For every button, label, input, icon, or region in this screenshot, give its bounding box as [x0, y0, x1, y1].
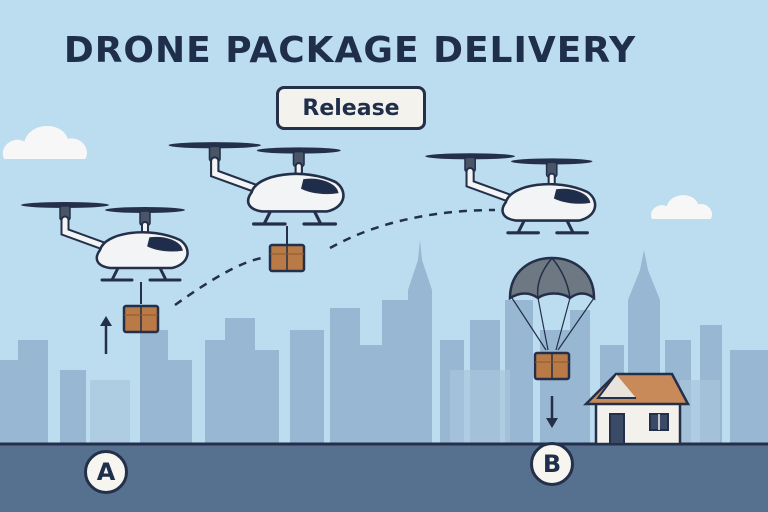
arrow-down-icon: [546, 396, 558, 428]
diagram-title: DRONE PACKAGE DELIVERY: [63, 30, 637, 71]
city-skyline: [0, 240, 768, 450]
parachute-icon: [508, 256, 596, 351]
flight-path: [329, 208, 496, 250]
start-point-label: A: [84, 450, 128, 494]
destination-point-label: B: [530, 442, 574, 486]
arrow-up-icon: [100, 316, 112, 354]
house-icon: [582, 372, 691, 446]
package-icon: [122, 304, 160, 334]
package-icon: [268, 243, 306, 273]
ground: [0, 444, 768, 512]
flight-path: [174, 256, 263, 307]
release-button[interactable]: Release: [276, 86, 426, 130]
package-icon: [533, 351, 571, 381]
